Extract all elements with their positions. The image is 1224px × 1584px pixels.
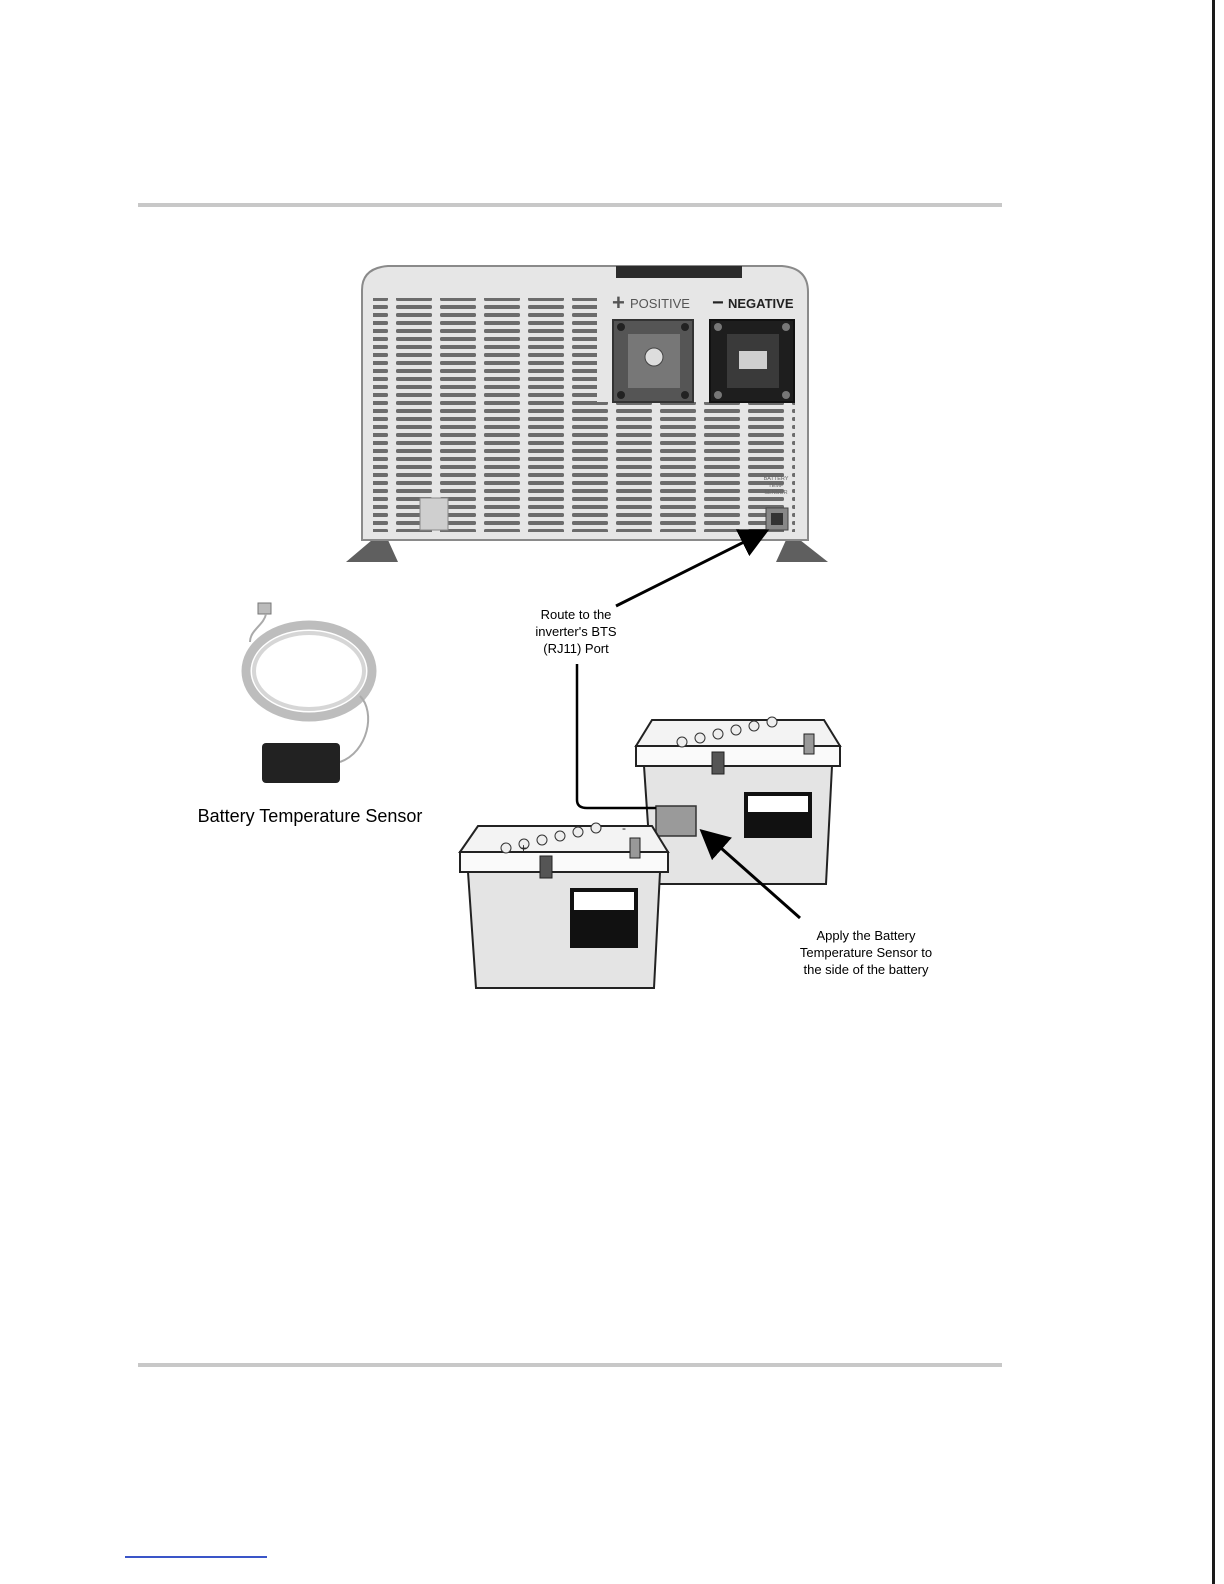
svg-text:inverter's BTS: inverter's BTS xyxy=(535,624,617,639)
plus-terminal-mark: + xyxy=(520,841,527,855)
plus-symbol: + xyxy=(612,290,625,315)
positive-terminal xyxy=(613,320,693,402)
inverter-foot-left xyxy=(346,540,398,562)
svg-text:TEMP: TEMP xyxy=(768,483,784,489)
svg-text:the side of the battery: the side of the battery xyxy=(803,962,929,977)
apply-callout: Apply the Battery Temperature Sensor to … xyxy=(800,928,932,977)
negative-terminal xyxy=(710,320,794,402)
svg-text:(RJ11) Port: (RJ11) Port xyxy=(543,641,609,656)
svg-text:Route to the: Route to the xyxy=(541,607,612,622)
sensor-on-battery xyxy=(656,806,696,836)
battery-front: + - xyxy=(460,821,668,988)
svg-text:Temperature Sensor to: Temperature Sensor to xyxy=(800,945,932,960)
minus-symbol: − xyxy=(712,292,724,314)
inverter-foot-right xyxy=(776,540,828,562)
inverter-unit: + POSITIVE − NEGATIVE BATTERY TEMP SENSO… xyxy=(346,266,828,562)
svg-text:Apply the Battery: Apply the Battery xyxy=(817,928,916,943)
negative-label: NEGATIVE xyxy=(728,296,794,311)
svg-text:BATTERY: BATTERY xyxy=(764,476,789,482)
positive-label: POSITIVE xyxy=(630,296,690,311)
sensor-caption: Battery Temperature Sensor xyxy=(198,806,423,826)
svg-text:SENSOR: SENSOR xyxy=(764,490,787,496)
battery-temperature-sensor xyxy=(246,603,372,783)
minus-terminal-mark: - xyxy=(622,821,626,835)
route-callout: Route to the inverter's BTS (RJ11) Port xyxy=(535,607,617,656)
arrow-to-bts-port xyxy=(616,532,764,606)
